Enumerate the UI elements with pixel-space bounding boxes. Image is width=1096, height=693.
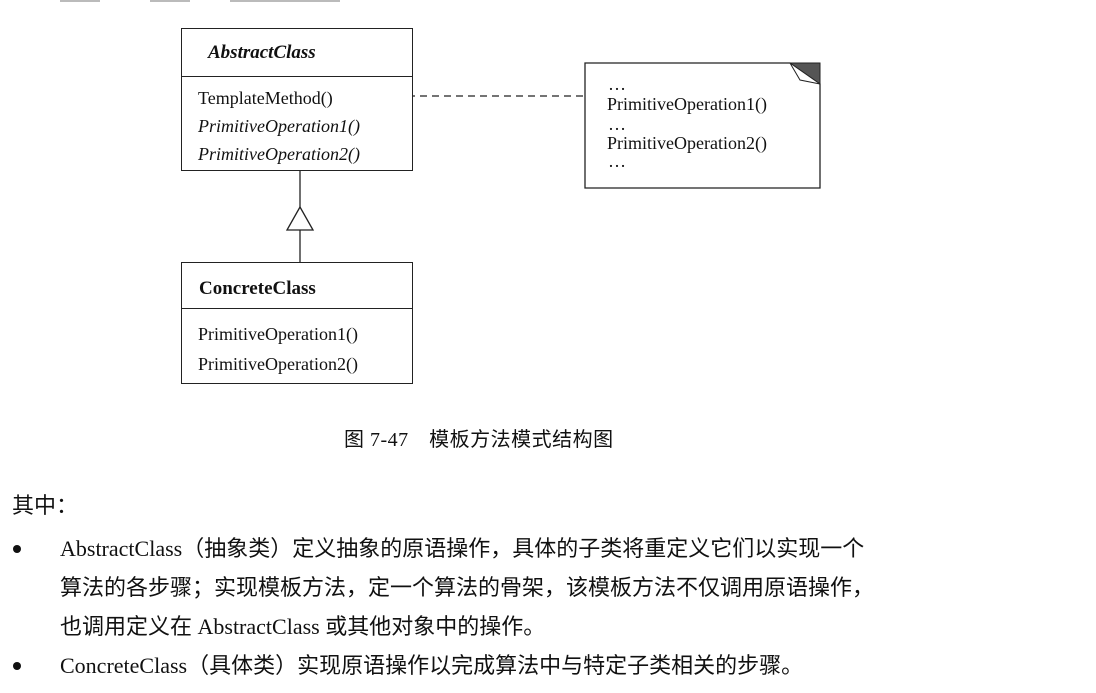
- note-box: [584, 62, 821, 189]
- abstract-class-operations: TemplateMethod() PrimitiveOperation1() P…: [198, 84, 360, 168]
- bullet-1-line-1: AbstractClass（抽象类）定义抽象的原语操作，具体的子类将重定义它们以…: [60, 536, 865, 561]
- note-fold-flap: [789, 62, 821, 85]
- abstract-class-box: AbstractClass TemplateMethod() Primitive…: [181, 28, 413, 171]
- concrete-class-box: ConcreteClass PrimitiveOperation1() Prim…: [181, 262, 413, 384]
- note-line-primitive-2: PrimitiveOperation2(): [607, 133, 767, 153]
- concrete-class-name: ConcreteClass: [182, 263, 412, 309]
- inheritance-arrow: [285, 205, 315, 231]
- concrete-class-operations: PrimitiveOperation1() PrimitiveOperation…: [198, 319, 358, 379]
- bullet-2-line-1: ConcreteClass（具体类）实现原语操作以完成算法中与特定子类相关的步骤…: [60, 653, 804, 678]
- operation-primitive-2: PrimitiveOperation2(): [198, 144, 360, 164]
- operation-primitive-1: PrimitiveOperation1(): [198, 324, 358, 344]
- top-cutoff-strip: [0, 0, 360, 6]
- note-line-ellipsis-1: …: [608, 74, 626, 94]
- intro-text: 其中：: [12, 493, 79, 518]
- operation-template-method: TemplateMethod(): [198, 88, 333, 108]
- bullet-1-line-3: 也调用定义在 AbstractClass 或其他对象中的操作。: [60, 614, 546, 639]
- bullet-dot: [13, 545, 21, 553]
- note-line-ellipsis-2: …: [608, 114, 626, 134]
- bullet-1-line-2: 算法的各步骤；实现模板方法，定一个算法的骨架，该模板方法不仅调用原语操作，: [60, 575, 875, 600]
- note-line-primitive-1: PrimitiveOperation1(): [607, 94, 767, 114]
- operation-primitive-1: PrimitiveOperation1(): [198, 116, 360, 136]
- abstract-class-name: AbstractClass: [182, 29, 412, 77]
- figure-caption: 图 7-47 模板方法模式结构图: [344, 429, 614, 451]
- operation-primitive-2: PrimitiveOperation2(): [198, 354, 358, 374]
- bullet-dot: [13, 662, 21, 670]
- note-line-ellipsis-3: …: [608, 151, 626, 171]
